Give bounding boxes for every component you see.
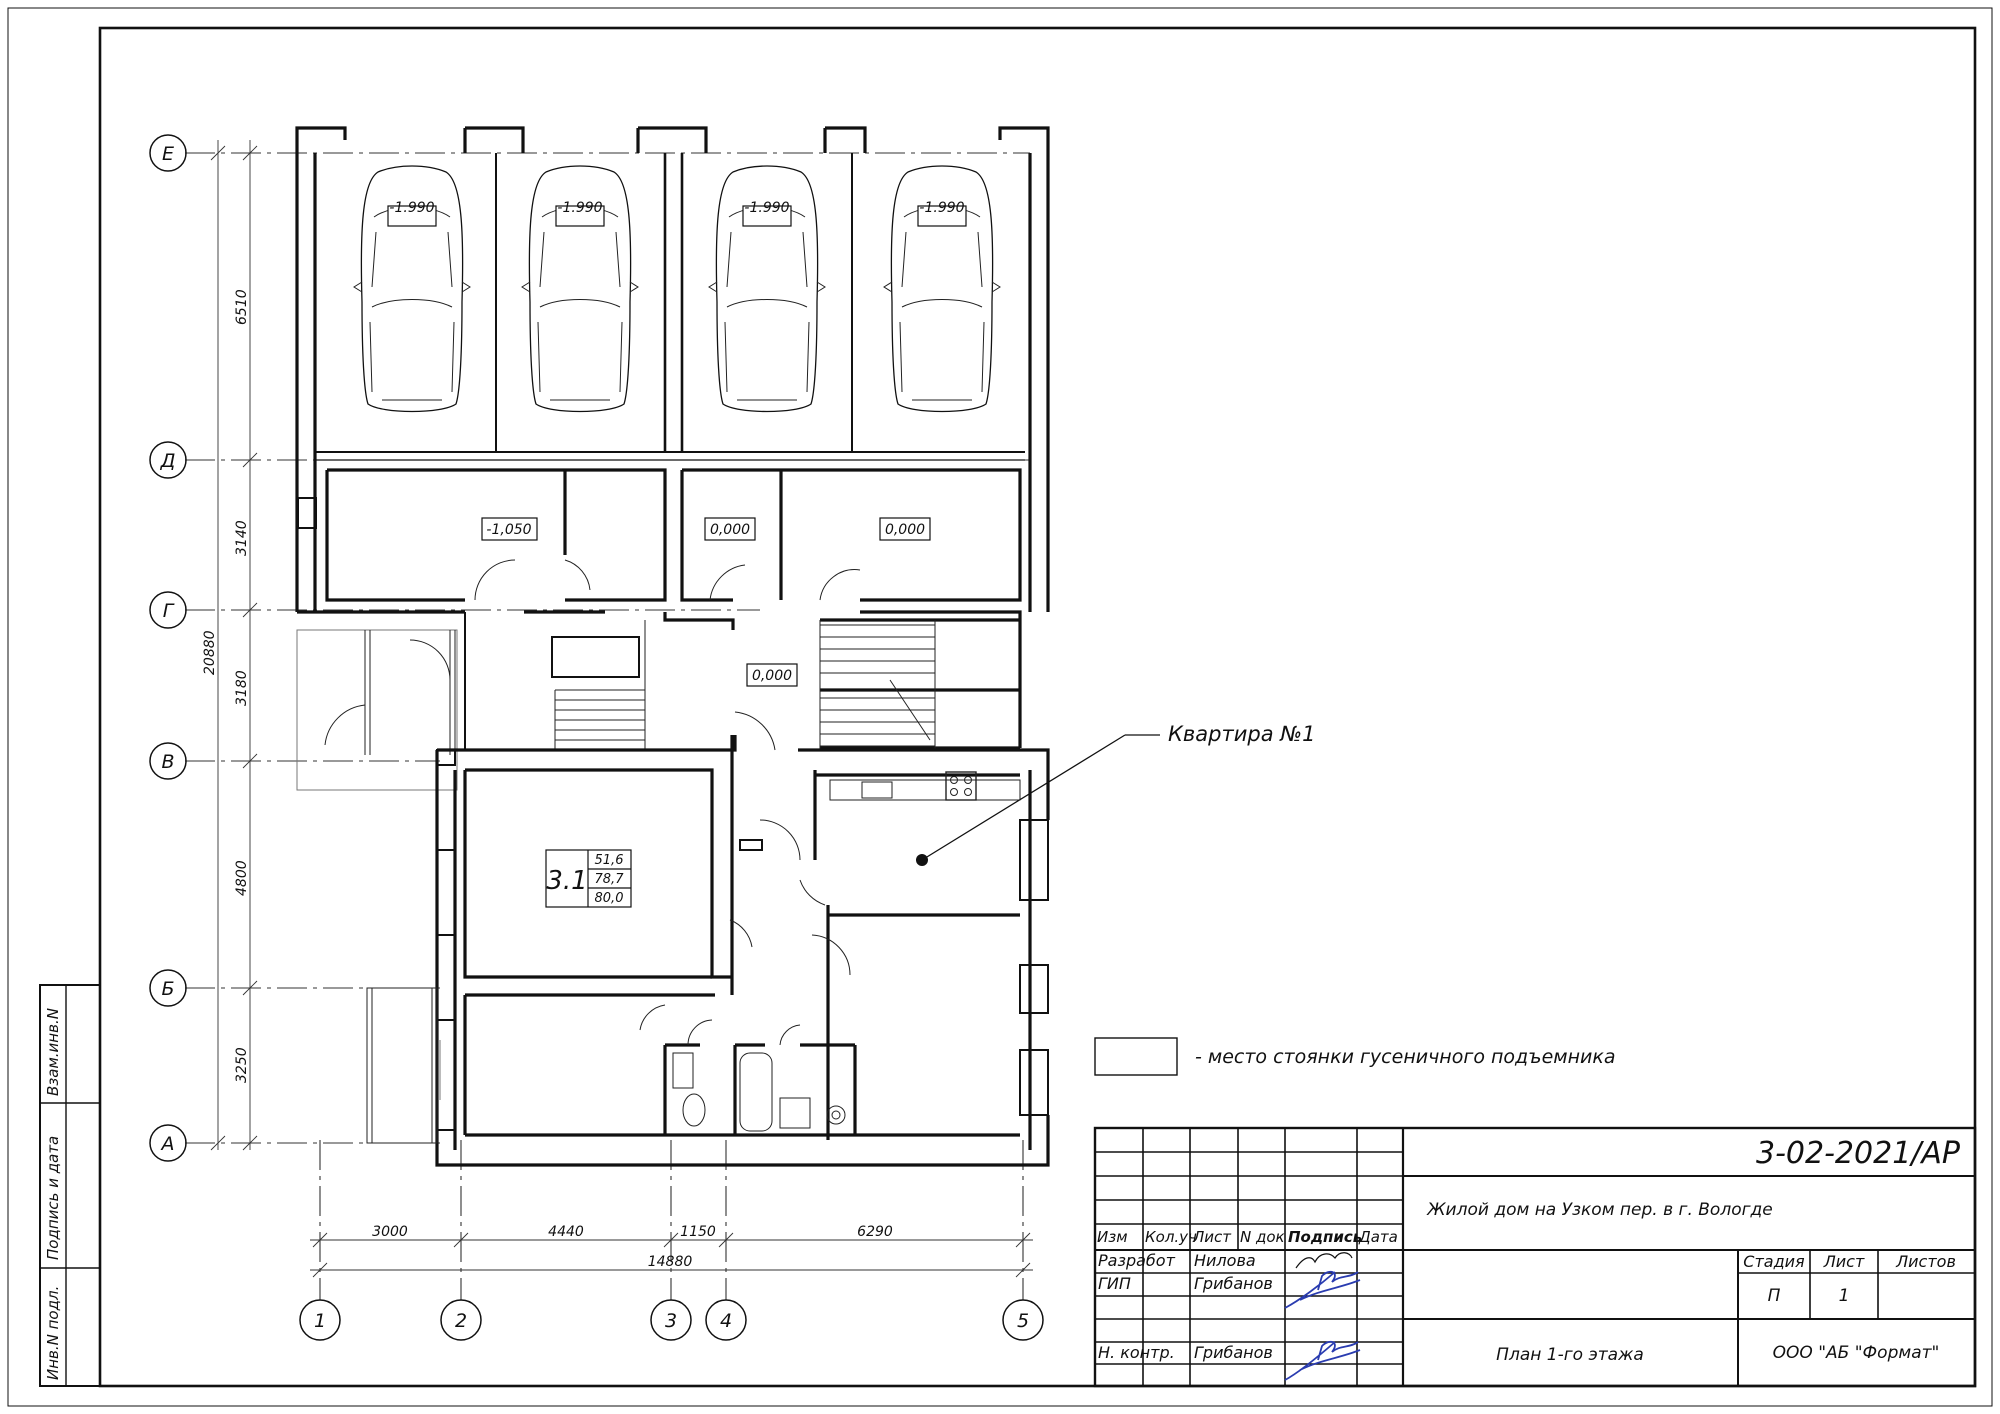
elevation-storage-1: -1,050: [486, 522, 531, 538]
car-1: [353, 165, 471, 413]
side-stamp-sign-label: Подпись и дата: [44, 1136, 62, 1260]
revision-header-sign: Подпись: [1288, 1228, 1362, 1246]
axis-label-g: Г: [163, 600, 175, 622]
sheet-value: 1: [1839, 1286, 1850, 1306]
outer-sheet-border: [7, 7, 1993, 1407]
dim-v-total: 20880: [202, 630, 218, 675]
axis-label-1: 1: [314, 1310, 326, 1332]
revision-header-date: Дата: [1358, 1228, 1398, 1246]
axis-label-4: 4: [720, 1310, 732, 1332]
side-stamp-inv-label: Инв.N подл.: [44, 1286, 62, 1380]
title-block: Изм Кол.уч Лист N док Подпись Дата Разра…: [1093, 1126, 1977, 1388]
dim-h-3000: 3000: [372, 1224, 408, 1240]
axis-marker-e: Е: [149, 134, 187, 172]
dim-v-3180: 3180: [234, 670, 250, 706]
signer-role-1: Разработ: [1098, 1251, 1176, 1270]
signer-name-2: Грибанов: [1194, 1274, 1273, 1293]
dim-v-3250: 3250: [234, 1047, 250, 1083]
revision-header-izm: Изм: [1097, 1228, 1128, 1246]
axis-marker-3: 3: [650, 1299, 692, 1341]
revision-header-list: Лист: [1192, 1228, 1232, 1246]
room-area-total: 78,7: [595, 872, 625, 887]
room-tag: 3.1 51,6 78,7 80,0: [545, 849, 632, 908]
revision-header-kol: Кол.уч: [1145, 1228, 1197, 1246]
side-stamp: Инв.N подл. Подпись и дата Взам.инв.N: [39, 984, 101, 1387]
axis-marker-1: 1: [299, 1299, 341, 1341]
elevation-storage-3: 0,000: [885, 522, 925, 538]
elevation-stair-hall: 0,000: [752, 668, 792, 684]
elevation-marks: -1.990 -1.990 -1.990 -1.990 -1,050 0,000…: [389, 200, 965, 687]
car-3: [708, 165, 826, 413]
axis-label-v: В: [161, 751, 174, 773]
revision-header-ndoc: N док: [1240, 1228, 1285, 1246]
door-swings: [474, 559, 861, 1046]
side-stamp-replace-label: Взам.инв.N: [44, 1008, 62, 1096]
car-4: [883, 165, 1001, 413]
apartment-leader: Квартира №1: [916, 722, 1315, 866]
axis-label-3: 3: [665, 1310, 677, 1332]
axis-label-d: Д: [160, 450, 176, 472]
legend: - место стоянки гусеничного подъемника: [1094, 1037, 1616, 1076]
building-walls: [295, 126, 1050, 1167]
signer-role-2: ГИП: [1098, 1274, 1131, 1293]
axis-marker-a: А: [149, 1124, 187, 1162]
signer-name-1: Нилова: [1194, 1251, 1256, 1270]
axis-label-b: Б: [161, 978, 174, 1000]
dim-h-1150: 1150: [680, 1224, 716, 1240]
room-area-full: 80,0: [595, 891, 624, 906]
signer-name-3: Грибанов: [1194, 1343, 1273, 1362]
axis-marker-d: Д: [149, 441, 187, 479]
parking-cars: [353, 165, 1001, 413]
dim-h-4440: 4440: [548, 1224, 584, 1240]
axis-marker-g: Г: [149, 591, 187, 629]
axis-label-2: 2: [455, 1310, 467, 1332]
axis-marker-v: В: [149, 742, 187, 780]
signature-3: [1284, 1340, 1361, 1381]
dim-v-3140: 3140: [234, 520, 250, 556]
dim-h-total: 14880: [648, 1254, 693, 1270]
axis-label-e: Е: [162, 143, 174, 165]
drawing-frame: [98, 26, 1977, 1388]
signature-2: [1284, 1270, 1361, 1309]
sheet-header: Лист: [1823, 1252, 1865, 1271]
kitchen-fixtures: [829, 771, 1021, 801]
elevation-parking-1: -1.990: [389, 200, 434, 216]
elevation-parking-4: -1.990: [919, 200, 964, 216]
signer-role-3: Н. контр.: [1098, 1343, 1175, 1362]
axis-marker-2: 2: [440, 1299, 482, 1341]
dim-v-6510: 6510: [234, 289, 250, 325]
stage-value: П: [1768, 1286, 1781, 1306]
room-area-living: 51,6: [595, 853, 624, 868]
stage-header: Стадия: [1743, 1252, 1805, 1271]
legend-swatch: [1094, 1037, 1178, 1076]
legend-text: - место стоянки гусеничного подъемника: [1195, 1046, 1616, 1068]
horizontal-dimension-chain: 3000 4440 1150 6290 14880: [310, 1224, 1033, 1278]
axis-label-5: 5: [1017, 1310, 1029, 1332]
elevation-parking-3: -1.990: [744, 200, 789, 216]
sheets-header: Листов: [1895, 1252, 1956, 1271]
organization-name: ООО "АБ "Формат": [1773, 1343, 1940, 1363]
axis-marker-b: Б: [149, 969, 187, 1007]
vertical-dimension-chain: 6510 3140 3180 4800 3250 20880: [202, 140, 258, 1151]
dim-v-4800: 4800: [234, 860, 250, 896]
axis-label-a: А: [160, 1133, 175, 1155]
elevation-storage-2: 0,000: [710, 522, 750, 538]
project-code: 3-02-2021/АР: [1756, 1136, 1961, 1171]
dim-h-6290: 6290: [857, 1224, 893, 1240]
bathroom-fixtures: [672, 1052, 846, 1132]
car-2: [521, 165, 639, 413]
signature-1: [1295, 1252, 1353, 1269]
room-number: 3.1: [546, 866, 587, 896]
sheet-title: План 1-го этажа: [1496, 1345, 1644, 1365]
object-title: Жилой дом на Узком пер. в г. Вологде: [1426, 1200, 1773, 1220]
axis-marker-4: 4: [705, 1299, 747, 1341]
apartment-label: Квартира №1: [1168, 722, 1315, 746]
elevation-parking-2: -1.990: [557, 200, 602, 216]
axis-marker-5: 5: [1002, 1299, 1044, 1341]
